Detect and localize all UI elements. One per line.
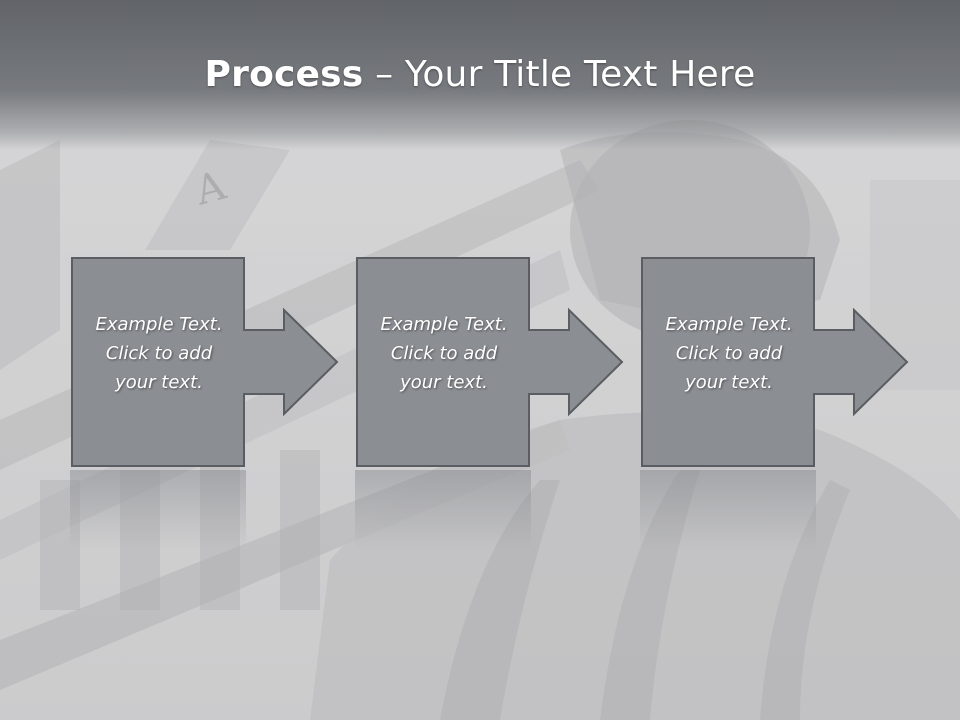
- step-3-arrow-shape: [641, 257, 909, 467]
- step-2-line-3: your text.: [400, 372, 488, 393]
- title-rest: – Your Title Text Here: [363, 54, 756, 95]
- title-bold: Process: [204, 54, 364, 95]
- step-3-line-1: Example Text.: [665, 314, 793, 335]
- step-3-text[interactable]: Example Text. Click to add your text.: [644, 310, 814, 397]
- title-bar: Process – Your Title Text Here: [0, 0, 960, 150]
- step-1-line-3: your text.: [115, 372, 203, 393]
- step-2-line-2: Click to add: [390, 343, 498, 364]
- step-1-reflection: [70, 470, 246, 550]
- step-3-line-3: your text.: [685, 372, 773, 393]
- step-1-line-1: Example Text.: [95, 314, 223, 335]
- step-2-line-1: Example Text.: [380, 314, 508, 335]
- step-1-line-2: Click to add: [105, 343, 213, 364]
- step-2-arrow-shape: [356, 257, 624, 467]
- step-1-text[interactable]: Example Text. Click to add your text.: [74, 310, 244, 397]
- process-step-1[interactable]: Example Text. Click to add your text.: [71, 257, 360, 467]
- step-1-arrow-shape: [71, 257, 339, 467]
- process-step-2[interactable]: Example Text. Click to add your text.: [356, 257, 645, 467]
- process-step-3[interactable]: Example Text. Click to add your text.: [641, 257, 930, 467]
- step-2-text[interactable]: Example Text. Click to add your text.: [359, 310, 529, 397]
- step-3-reflection: [640, 470, 816, 550]
- step-2-reflection: [355, 470, 531, 550]
- step-3-line-2: Click to add: [675, 343, 783, 364]
- slide-title[interactable]: Process – Your Title Text Here: [0, 50, 960, 100]
